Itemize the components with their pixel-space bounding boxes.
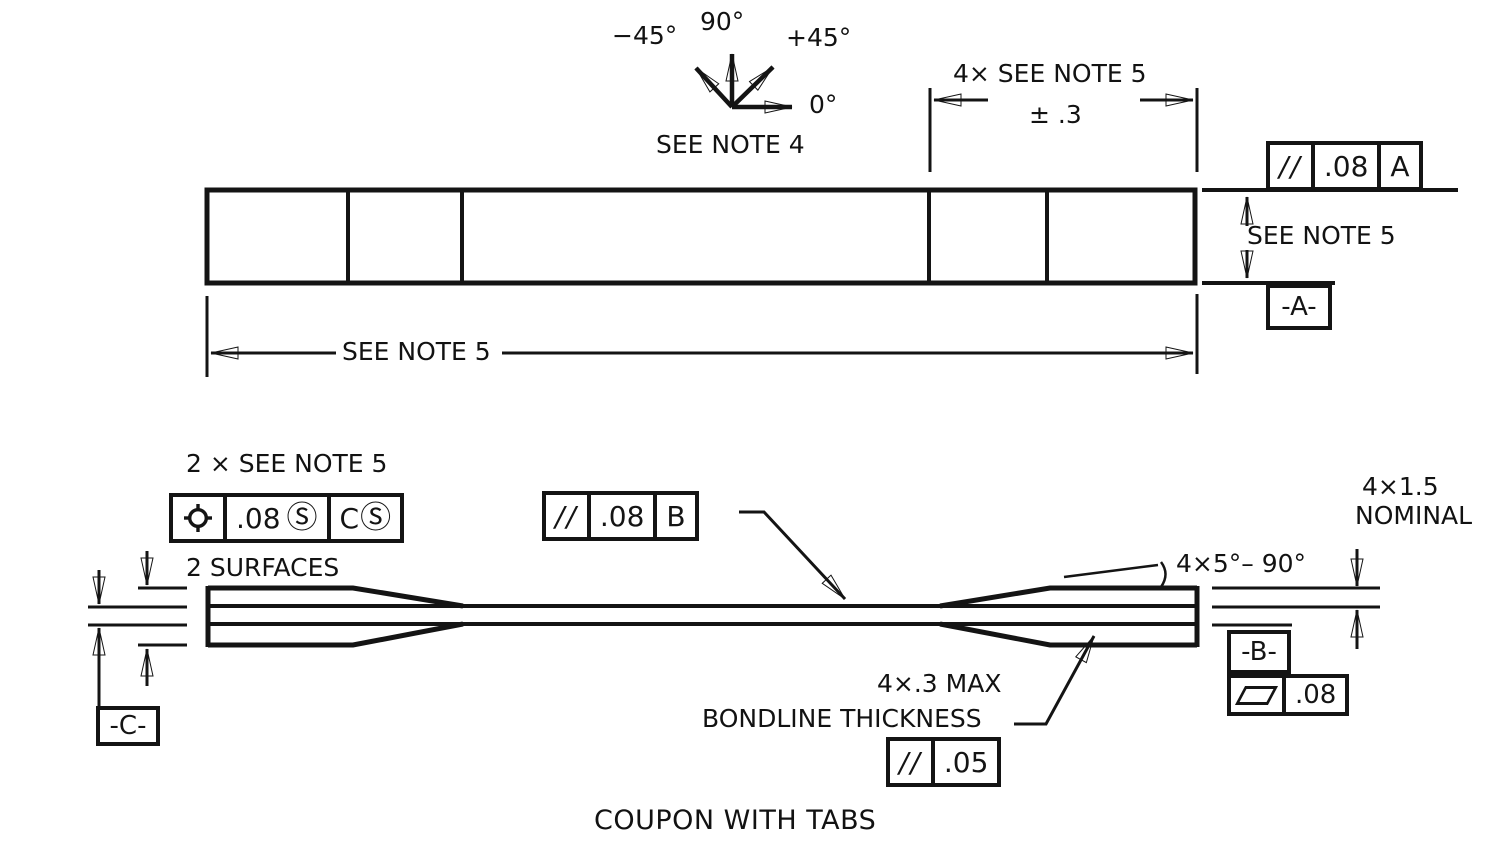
parallelism-frame-b: // .08 B	[542, 491, 699, 541]
fiber-orientation-rosette	[694, 53, 793, 114]
rosette-label-0: 0°	[809, 90, 838, 119]
parallelism-b-leader	[739, 510, 847, 601]
parallelism-frame-bondline: // .05	[886, 737, 1002, 787]
bondline-note-text-2: BONDLINE THICKNESS	[702, 704, 982, 733]
datum-a-box: -A-	[1266, 284, 1332, 330]
rosette-label-90: 90°	[700, 7, 745, 36]
drawing-title: COUPON WITH TABS	[594, 805, 877, 836]
tab-note-text: 2 × SEE NOTE 5	[186, 449, 388, 478]
parallelism-b-tolerance: .08	[591, 495, 658, 537]
parallelism-frame-a: // .08 A	[1266, 141, 1423, 191]
datum-b-box: -B-	[1227, 630, 1291, 674]
flatness-tolerance: .08	[1295, 680, 1337, 710]
flatness-frame: .08	[1227, 674, 1350, 716]
rosette-label-pos45: +45°	[786, 23, 852, 52]
tab-nominal-text-1: 4×1.5	[1362, 472, 1439, 501]
bondline-leader	[1014, 635, 1096, 726]
rfs-modifier-icon: Ⓢ	[360, 499, 392, 536]
parallelism-a-tolerance: .08	[1315, 145, 1382, 187]
rosette-note: SEE NOTE 4	[656, 130, 805, 159]
tab-length-dim-text: 4× SEE NOTE 5	[953, 59, 1147, 88]
parallelism-b-datum: B	[666, 499, 686, 533]
flatness-icon	[1231, 678, 1286, 712]
thickness-dim-text: SEE NOTE 5	[1247, 221, 1396, 250]
coupon-side-view-outline	[205, 585, 1200, 648]
overall-length-dim-text: SEE NOTE 5	[342, 337, 491, 366]
taper-angle-text: 4×5°– 90°	[1176, 549, 1307, 578]
left-thickness-dimensions	[88, 551, 187, 708]
overall-length-dimension	[205, 294, 1199, 377]
parallelism-a-datum: A	[1390, 149, 1410, 183]
bondline-parallelism-tolerance: .05	[943, 745, 989, 779]
tab-length-dimension	[928, 88, 1199, 172]
tab-nominal-text-2: NOMINAL	[1355, 501, 1473, 530]
top-view-outline	[204, 187, 1198, 286]
taper-angle-leader	[1063, 561, 1167, 588]
rosette-label-neg45: −45°	[612, 21, 678, 50]
tab-nominal-dimension	[1212, 549, 1380, 649]
parallelism-icon: //	[890, 741, 935, 783]
datum-c-box: -C-	[96, 706, 160, 746]
bondline-note-text-1: 4×.3 MAX	[877, 669, 1002, 698]
parallelism-icon: //	[546, 495, 591, 537]
parallelism-icon: //	[1270, 145, 1315, 187]
position-icon	[173, 497, 227, 539]
surfaces-note-text: 2 SURFACES	[186, 553, 340, 582]
tab-length-tol-text: ± .3	[1029, 100, 1082, 129]
rfs-modifier-icon: Ⓢ	[286, 499, 318, 536]
